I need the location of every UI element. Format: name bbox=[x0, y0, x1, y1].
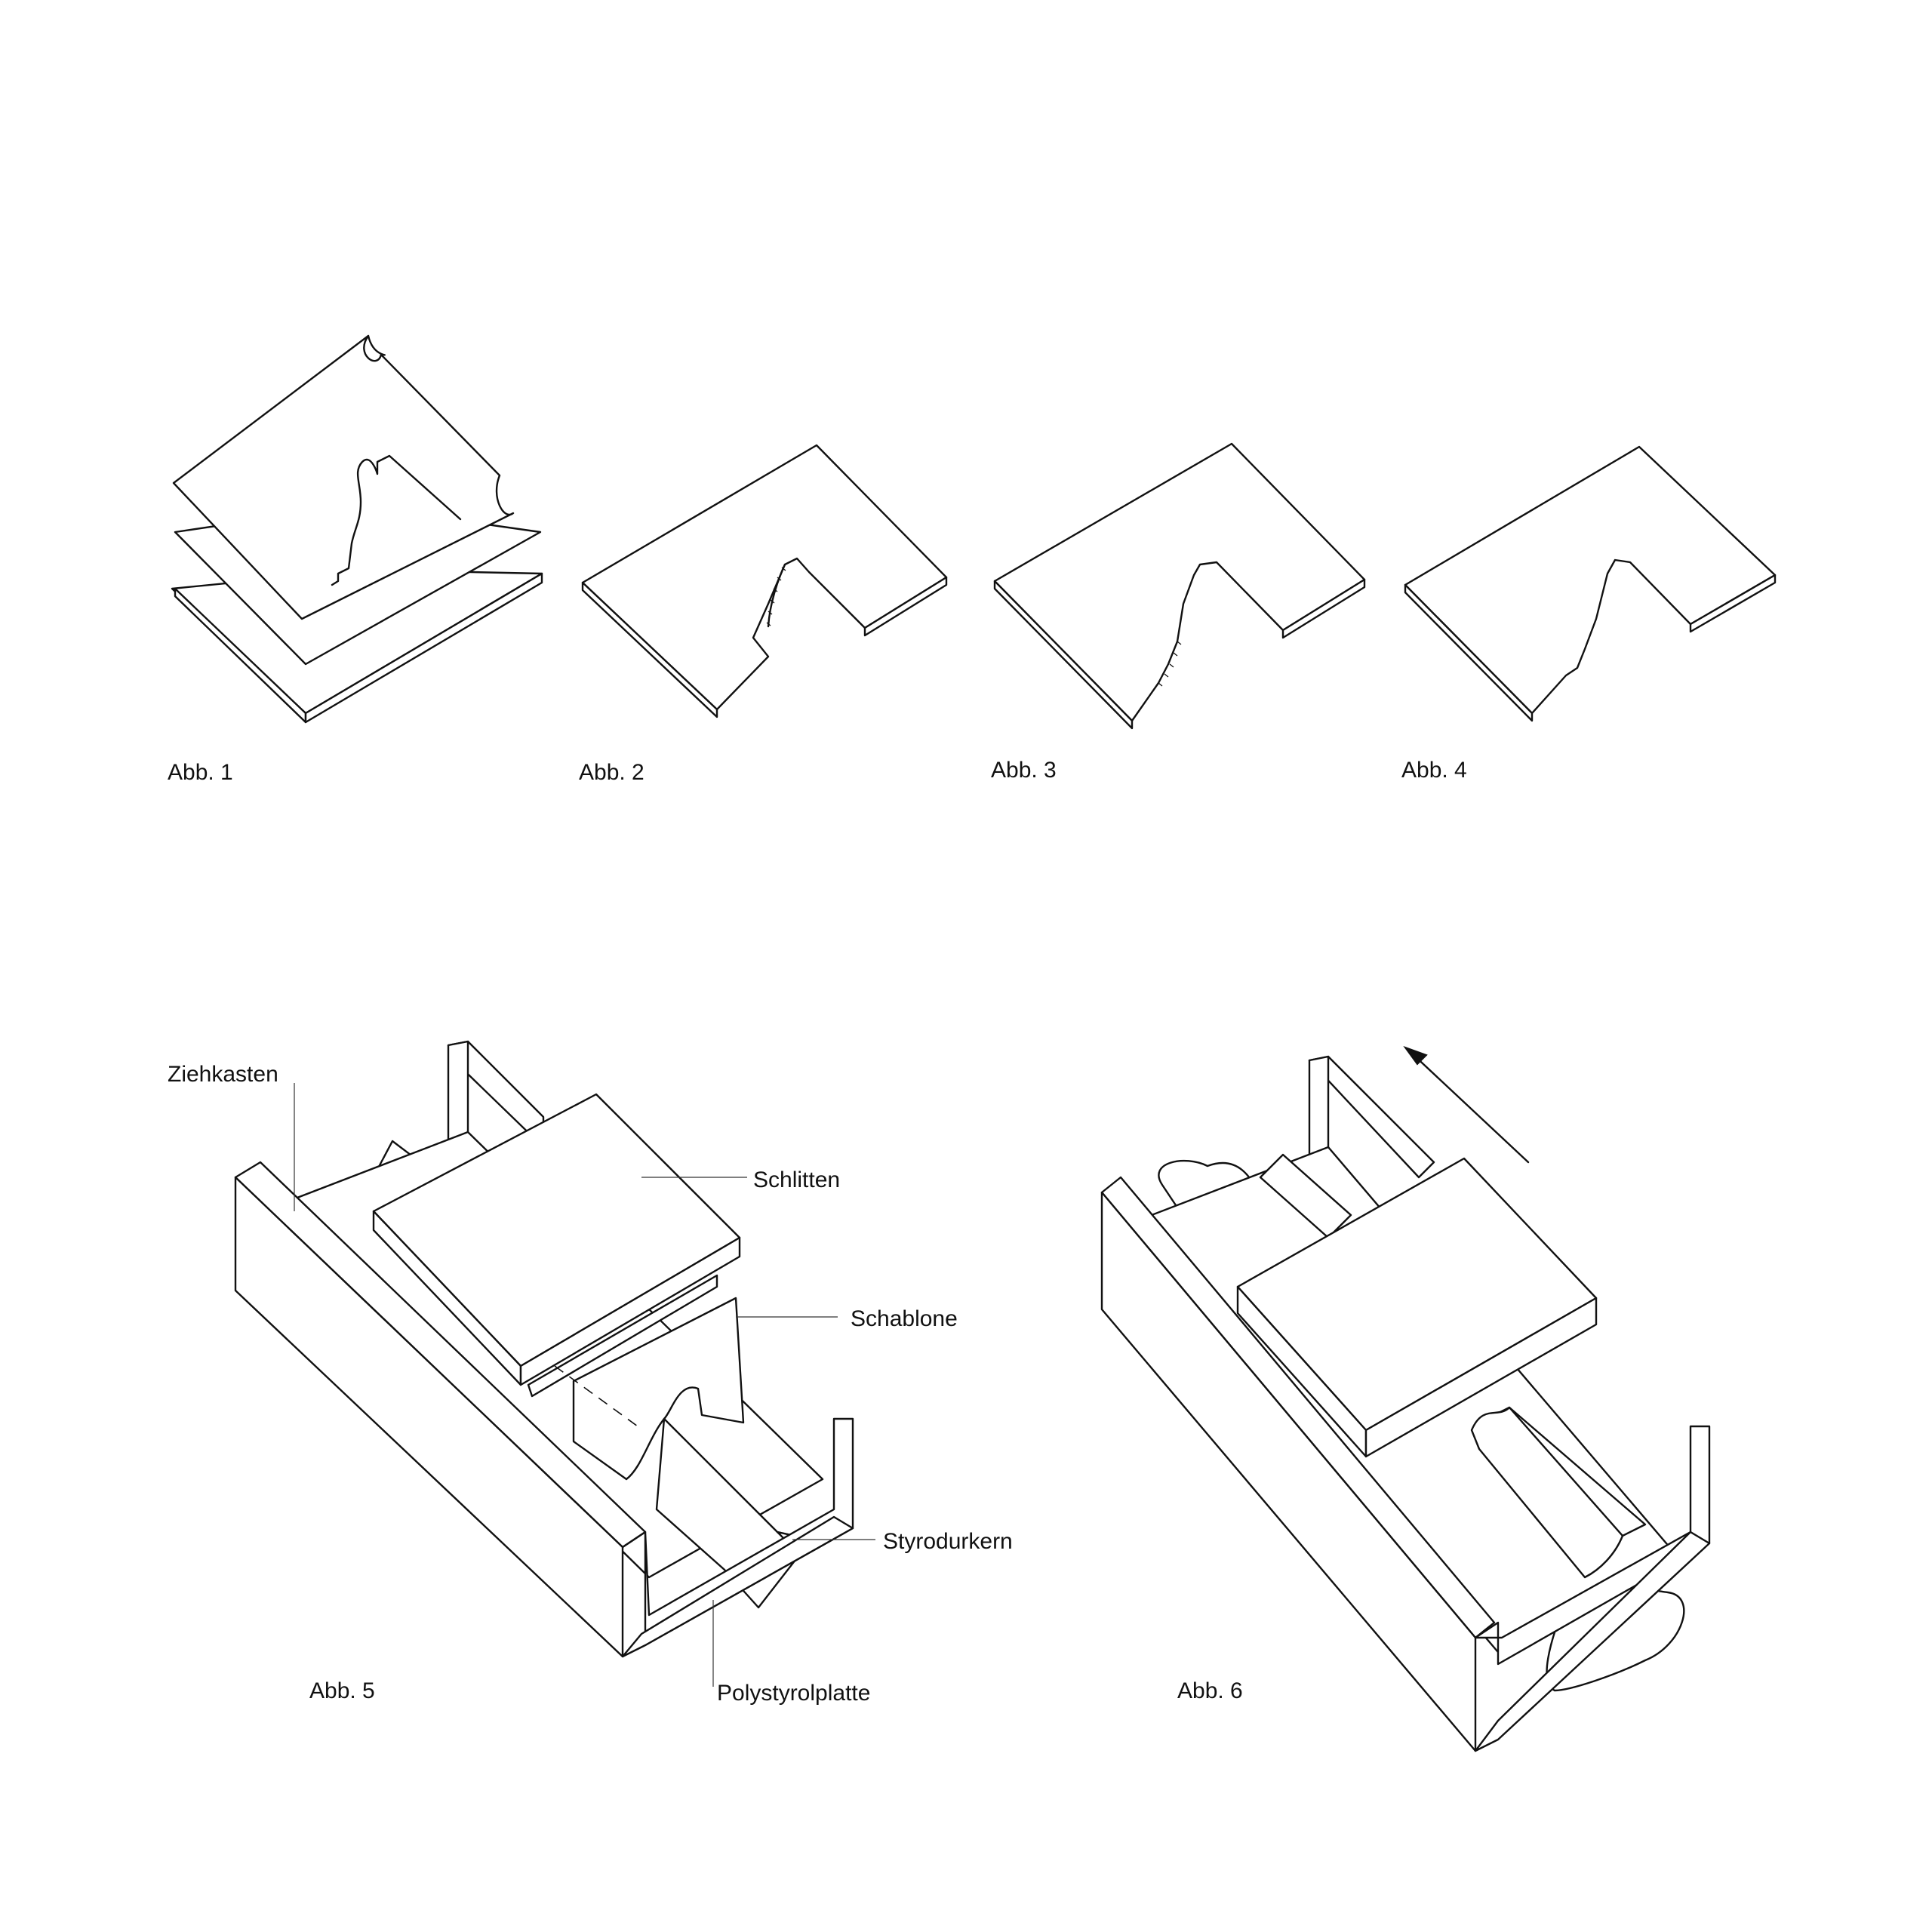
abb1-label: Abb. 1 bbox=[168, 760, 233, 785]
abb5-drawing bbox=[234, 1040, 854, 1658]
abb3-drawing bbox=[993, 442, 1366, 730]
styrodurkern-label: Styrodurkern bbox=[883, 1529, 1013, 1554]
abb3-label: Abb. 3 bbox=[991, 758, 1057, 783]
abb1-drawing bbox=[171, 334, 543, 724]
ziehkasten-label: Ziehkasten bbox=[168, 1062, 278, 1087]
schablone-label: Schablone bbox=[851, 1306, 958, 1331]
abb6-label: Abb. 6 bbox=[1177, 1678, 1243, 1703]
schlitten-label: Schlitten bbox=[753, 1168, 840, 1192]
abb2-label: Abb. 2 bbox=[579, 760, 645, 785]
callout-leaders bbox=[294, 1083, 875, 1687]
polystyrolplatte-label: Polystyrolplatte bbox=[717, 1681, 870, 1706]
abb6-drawing bbox=[1100, 1045, 1711, 1752]
abb5-label: Abb. 5 bbox=[309, 1678, 375, 1703]
abb2-drawing bbox=[581, 444, 948, 718]
abb4-drawing bbox=[1404, 445, 1777, 722]
abb4-label: Abb. 4 bbox=[1401, 758, 1467, 783]
